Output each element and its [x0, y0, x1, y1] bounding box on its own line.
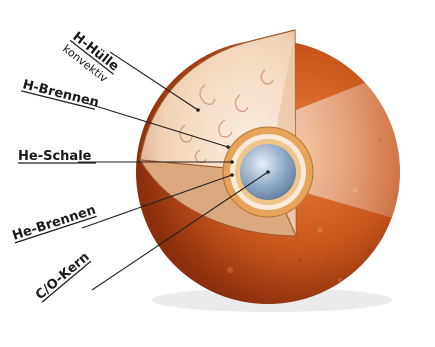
label-co-kern: C/O-Kern — [33, 250, 93, 303]
label-he-schale: He-Schale — [18, 149, 92, 164]
label-he-brennen: He-Brennen — [11, 203, 98, 244]
